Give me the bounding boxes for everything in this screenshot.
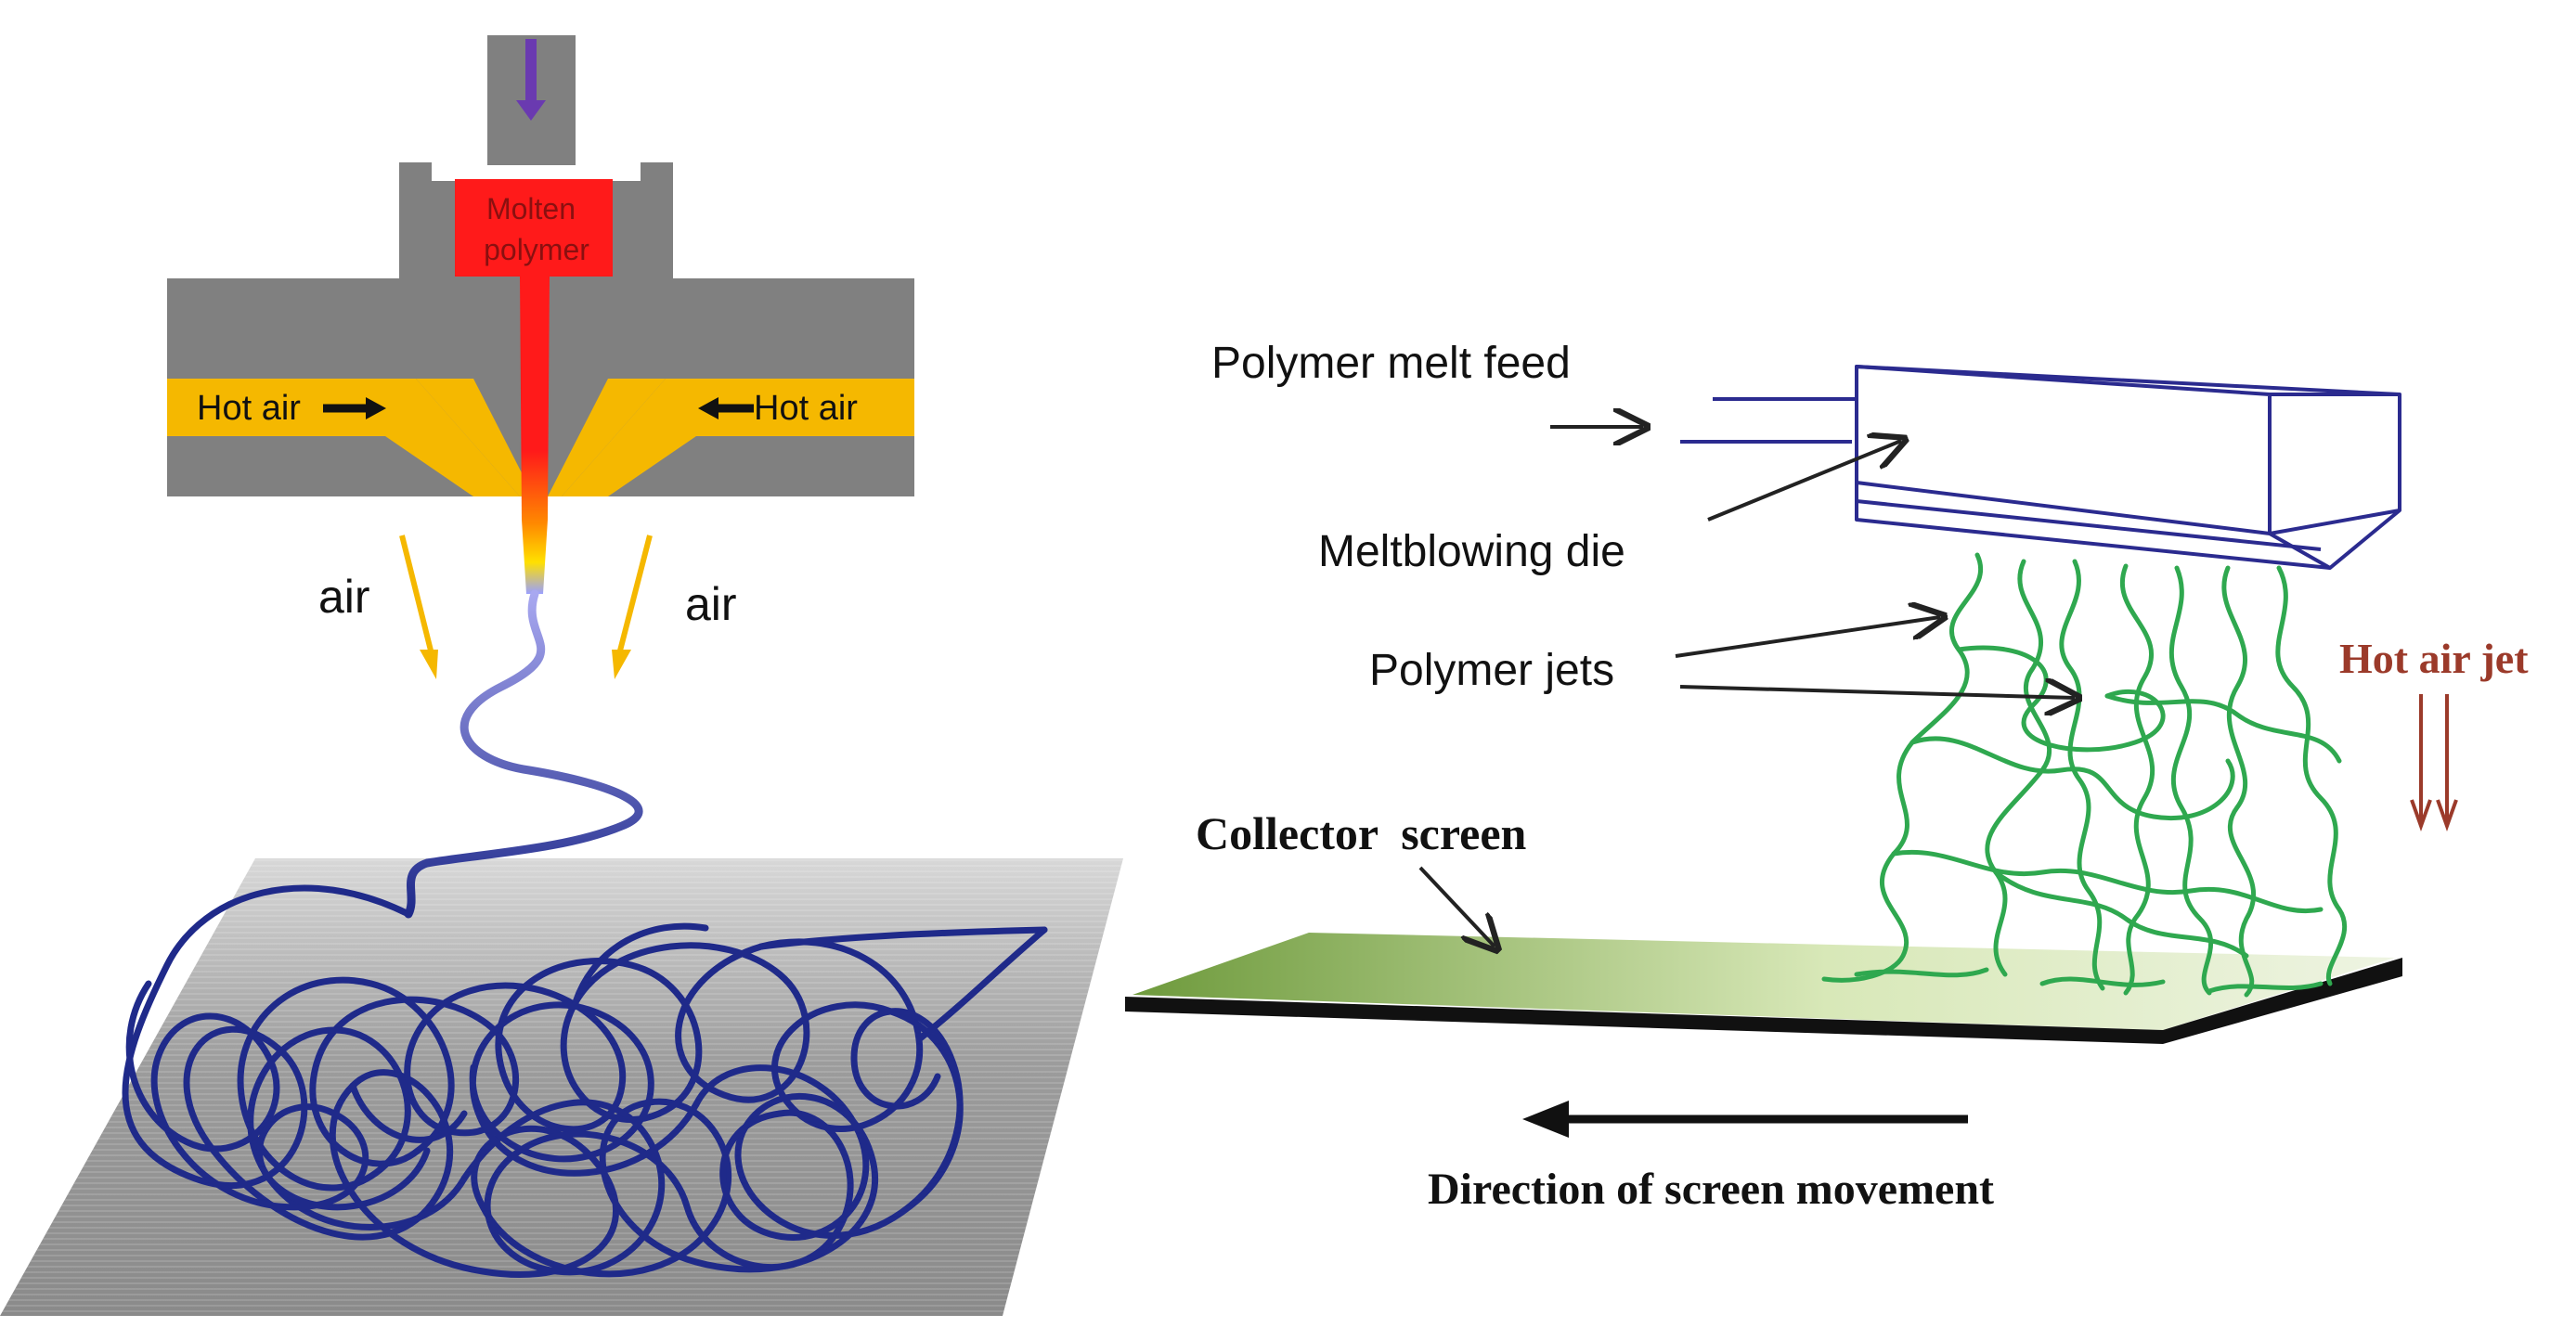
right-meltblowing-schematic: Polymer melt feed Meltblowing die Polyme… bbox=[1125, 339, 2529, 1214]
die-pointer-arrow bbox=[1707, 441, 1901, 522]
molten-polymer-reservoir bbox=[455, 179, 613, 277]
collector-pointer-arrow bbox=[1418, 866, 1495, 947]
meltblowing-die bbox=[1855, 365, 2401, 570]
hot-air-jet-label: Hot air jet bbox=[2339, 635, 2529, 682]
air-arrow-left-icon bbox=[399, 535, 438, 679]
polymer-feed-lines bbox=[1680, 397, 1857, 444]
hot-air-channel bbox=[167, 379, 914, 496]
polymer-melt-feed-label: Polymer melt feed bbox=[1211, 339, 1571, 388]
collector-screen bbox=[1125, 933, 2402, 1044]
arrow-right-icon bbox=[323, 397, 386, 419]
molten-polymer-label-line1: Molten bbox=[486, 192, 576, 225]
left-meltblowing-schematic: Molten polymer Hot air Hot air air air bbox=[0, 35, 1123, 1316]
air-left-label: air bbox=[318, 571, 370, 623]
air-right-label: air bbox=[685, 578, 737, 630]
hot-air-right-label: Hot air bbox=[754, 389, 858, 428]
feed-arrow-icon bbox=[516, 39, 546, 121]
hot-air-left-label: Hot air bbox=[197, 389, 301, 428]
meltblowing-die-label: Meltblowing die bbox=[1318, 527, 1625, 576]
polymer-jets bbox=[1821, 552, 2348, 998]
polymer-jets-label: Polymer jets bbox=[1369, 646, 1614, 695]
descending-fiber bbox=[404, 589, 643, 919]
hot-air-jet-arrows-icon bbox=[2410, 694, 2458, 831]
molten-polymer-stream bbox=[520, 277, 550, 594]
fiber-web bbox=[122, 884, 1048, 1278]
air-arrow-right-icon bbox=[612, 535, 653, 679]
pointer-arrows bbox=[1418, 427, 2075, 947]
jets-pointer-arrow-2 bbox=[1679, 687, 2075, 698]
jets-pointer-arrow-1 bbox=[1675, 617, 1940, 658]
screen-movement-arrow-icon bbox=[1522, 1101, 1968, 1138]
collector-screen-label: Collector screen bbox=[1196, 807, 1527, 859]
molten-polymer-label-line2: polymer bbox=[484, 233, 589, 266]
direction-of-screen-movement-label: Direction of screen movement bbox=[1428, 1165, 1994, 1214]
arrow-left-icon bbox=[698, 397, 754, 419]
